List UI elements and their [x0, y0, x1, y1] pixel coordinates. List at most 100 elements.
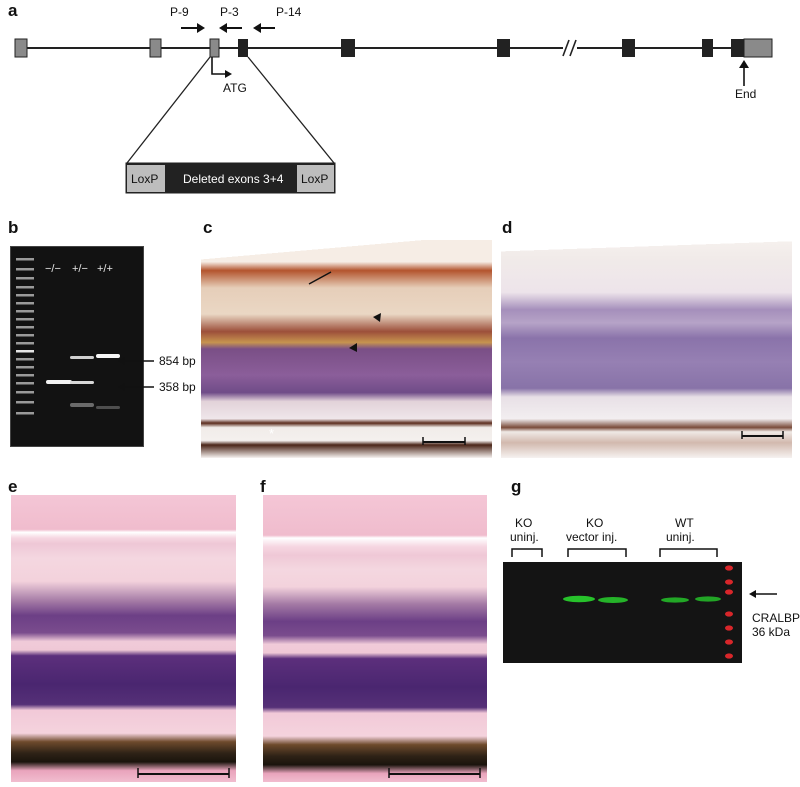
band-het-854 [70, 356, 94, 359]
ladder-rung [16, 374, 34, 377]
primer-arrowhead-p14 [253, 23, 261, 33]
exon-6 [497, 39, 510, 57]
ladder-rung [16, 358, 34, 361]
asterisk-marker: * [269, 426, 274, 441]
band-minus-minus-358 [46, 380, 72, 384]
ladder-rung [16, 401, 34, 404]
ladder-marker [725, 653, 733, 659]
primer-label-p3: P-3 [220, 5, 239, 19]
bracket-ko-vector [567, 548, 627, 557]
bracket-ko-uninj [511, 548, 543, 557]
band-size-358: 358 bp [159, 380, 196, 394]
panel-label-c: c [203, 218, 213, 237]
end-arrowhead [739, 60, 749, 68]
arrowhead-854 [118, 357, 125, 365]
gel-ladder-svg [16, 258, 120, 415]
exon-7 [622, 39, 635, 57]
wb-arrowhead [749, 590, 756, 598]
wb-group-2-line1: KO [586, 516, 604, 530]
break-mark-right [569, 39, 577, 57]
ihc-micrograph-ko-stained [201, 240, 492, 458]
panel-label-b: b [8, 218, 19, 237]
panel-label-e: e [8, 477, 18, 496]
primer-arrowhead-p3 [219, 23, 227, 33]
primer-label-p14: P-14 [276, 5, 302, 19]
loxp-right-box [297, 165, 334, 192]
panel-label-d: d [502, 218, 513, 237]
wb-band-ko-vector-2 [598, 597, 628, 603]
wb-group-1-line1: KO [515, 516, 533, 530]
band-wt-854 [96, 354, 120, 358]
deleted-exons-label: Deleted exons 3+4 [183, 172, 284, 186]
atg-arrowhead [225, 70, 232, 78]
exon-3 [209, 38, 220, 58]
ladder-marker [725, 639, 733, 645]
ladder-rung [16, 350, 34, 353]
rpe-arrow [308, 271, 332, 285]
he-micrograph-ko [11, 495, 236, 782]
panel-label-f: f [260, 477, 266, 496]
loxp-left-box [127, 165, 165, 192]
ihc-micrograph-control [501, 240, 792, 458]
ladder-rung [16, 342, 34, 345]
he-micrograph-ko-vector [263, 495, 487, 782]
band-size-854: 854 bp [159, 354, 196, 368]
ladder-rung [16, 326, 34, 329]
exon-8 [702, 39, 713, 57]
ladder-rung [16, 310, 34, 313]
exon-4 [238, 39, 248, 57]
ladder-rung [16, 412, 34, 415]
wb-band-wt-2 [695, 596, 721, 602]
gel-lane-label-ko: −/− [45, 263, 61, 275]
backbone-break-gap [563, 40, 577, 56]
he-ko-annotations [137, 768, 230, 778]
arrowhead-marker-2 [349, 343, 357, 352]
dna-ladder [16, 258, 34, 415]
exon-1-utr [14, 38, 28, 58]
ladder-marker [725, 625, 733, 631]
ladder-marker [725, 579, 733, 585]
band-het-358 [70, 381, 94, 384]
wb-target-name: CRALBP [752, 611, 800, 625]
wb-group-3-line2: uninj. [666, 530, 695, 544]
bracket-wt-uninj [659, 548, 718, 557]
panel-label-a: a [8, 1, 18, 20]
loxp-left-label: LoxP [131, 172, 159, 186]
ihc-annotations: * [269, 271, 466, 445]
gel-lane-label-het: +/− [72, 263, 88, 275]
zoom-line-left [126, 56, 211, 164]
wb-bands-svg [563, 565, 733, 659]
end-label: End [735, 87, 757, 101]
band-het-faint [70, 403, 94, 407]
protein-ladder [725, 565, 733, 659]
primer-label-p9: P-9 [170, 5, 189, 19]
exon-2-utr [149, 38, 162, 58]
ladder-rung [16, 302, 34, 305]
ladder-marker [725, 611, 733, 617]
wb-target-size: 36 kDa [752, 625, 791, 639]
zoom-line-right [247, 56, 335, 164]
ladder-rung [16, 382, 34, 385]
ladder-rung [16, 294, 34, 297]
ladder-rung [16, 391, 34, 394]
ladder-rung [16, 318, 34, 321]
exon-9-utr [743, 38, 773, 58]
ladder-rung [16, 334, 34, 337]
loxp-right-label: LoxP [301, 172, 329, 186]
arrowhead-358 [118, 383, 125, 391]
ladder-rung [16, 366, 34, 369]
wb-target-arrow [749, 590, 777, 598]
wb-group-1-line2: uninj. [510, 530, 539, 544]
atg-label: ATG [223, 81, 247, 95]
break-mark-left [562, 39, 570, 57]
ladder-rung [16, 268, 34, 271]
band-wt-faint [96, 406, 120, 409]
wb-band-wt-1 [661, 597, 689, 603]
wb-band-ko-vector-1 [563, 595, 595, 603]
ladder-rung [16, 277, 34, 280]
ihc-control-annotations [741, 431, 784, 439]
ladder-rung [16, 258, 34, 261]
gene-map: P-9 P-3 P-14 ATG End LoxP Deleted exons … [0, 0, 800, 200]
wb-group-2-line2: vector inj. [566, 530, 618, 544]
wb-group-3-line1: WT [675, 516, 694, 530]
